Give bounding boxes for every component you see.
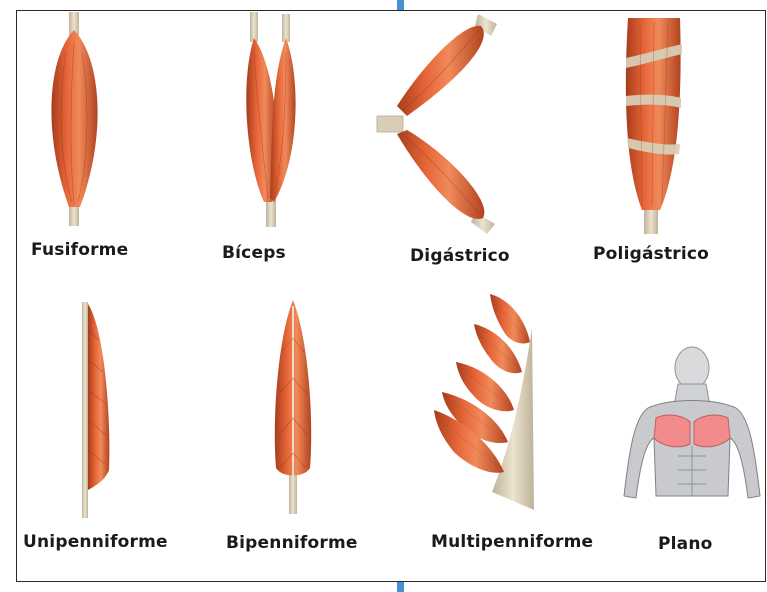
plano-torso-illustration — [620, 346, 765, 506]
poligastrico-muscle-illustration — [620, 14, 690, 234]
bipenniforme-label: Bipenniforme — [226, 533, 358, 553]
multipenniforme-muscle-illustration — [432, 292, 542, 514]
multipenniforme-label: Multipenniforme — [431, 532, 593, 552]
digastrico-label: Digástrico — [410, 246, 510, 266]
bipenniforme-muscle-illustration — [268, 298, 318, 516]
bottom-connector-bar — [397, 582, 404, 592]
plano-label: Plano — [658, 534, 713, 554]
unipenniforme-label: Unipenniforme — [23, 532, 168, 552]
biceps-label: Bíceps — [222, 243, 286, 263]
fusiforme-muscle-illustration — [40, 12, 110, 227]
fusiforme-label: Fusiforme — [31, 240, 128, 260]
biceps-muscle-illustration — [242, 12, 312, 227]
poligastrico-label: Poligástrico — [593, 244, 709, 264]
unipenniforme-muscle-illustration — [75, 300, 120, 520]
digastrico-muscle-illustration — [375, 12, 505, 232]
